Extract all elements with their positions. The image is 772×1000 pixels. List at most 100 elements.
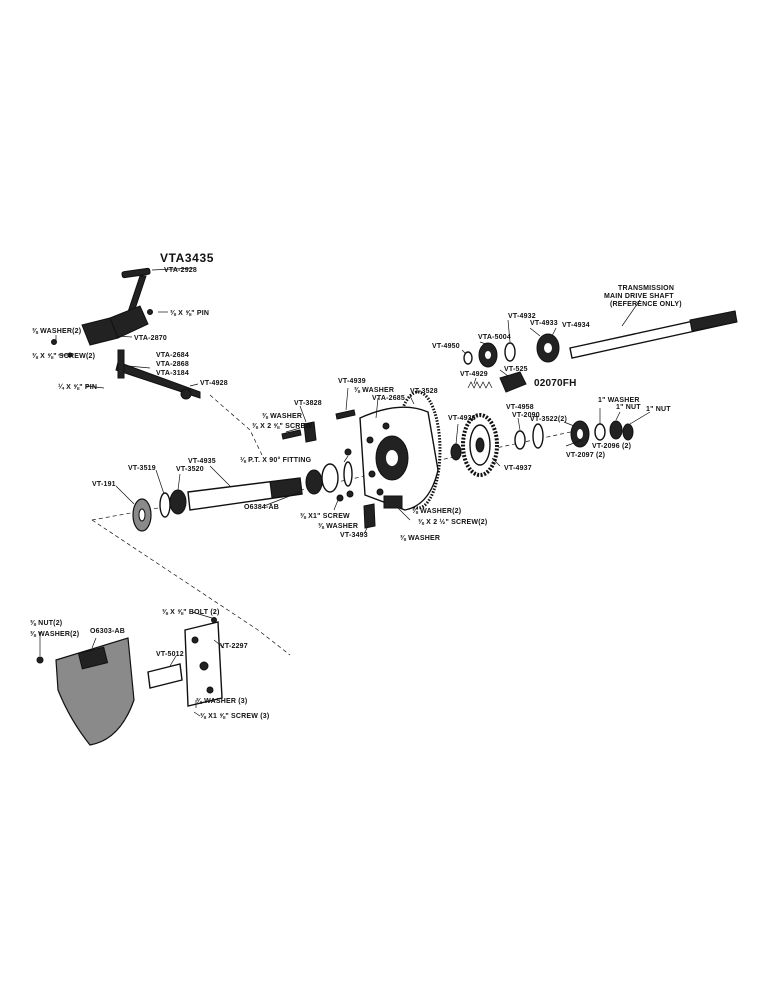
label-vta2870: VTA-2870 bbox=[134, 335, 167, 342]
label-vt4934: VT-4934 bbox=[562, 322, 590, 329]
lever-handle bbox=[121, 267, 151, 279]
label-vt4932: VT-4932 bbox=[508, 313, 536, 320]
bearing-cup bbox=[321, 463, 339, 493]
label-vta2868: VTA-2868 bbox=[156, 361, 189, 368]
leader-line bbox=[629, 411, 651, 425]
label-vt2097: VT-2097 (2) bbox=[566, 452, 605, 459]
seal-vt3519 bbox=[159, 492, 171, 518]
label-fitting: ⅛ P.T. X 90° FITTING bbox=[240, 456, 312, 464]
leader-line bbox=[621, 299, 641, 327]
label-vta2684: VTA-2684 bbox=[156, 352, 189, 359]
shield-label-plate bbox=[77, 646, 109, 670]
leader-line bbox=[551, 327, 557, 337]
plate-hole bbox=[199, 661, 209, 671]
bolt-small bbox=[211, 617, 217, 623]
plate-hole bbox=[206, 686, 214, 694]
leader-line bbox=[461, 349, 467, 355]
label-washer-mid3: ⅜ WASHER bbox=[400, 535, 440, 542]
bearing-vta5004-inner bbox=[485, 351, 491, 359]
label-washer3: ⅜ WASHER (3) bbox=[196, 698, 247, 705]
shaft-vt4935-spline bbox=[269, 477, 303, 499]
leader-line bbox=[151, 267, 195, 271]
bearing-vt4933-inner bbox=[544, 343, 552, 353]
label-vt2297: VT-2297 bbox=[220, 643, 248, 650]
assembly-reference-line bbox=[91, 519, 291, 656]
leader-line bbox=[479, 341, 487, 345]
leader-line bbox=[409, 395, 415, 405]
part-labels: VTA3435 VTA-2928 ⅜ X ⅝" PIN ⅜ WASHER(2) … bbox=[30, 251, 682, 720]
label-vt5012: VT-5012 bbox=[156, 651, 184, 658]
label-transmission: TRANSMISSION bbox=[618, 285, 674, 292]
pinion-shaft-group bbox=[132, 448, 353, 532]
leader-line bbox=[189, 383, 199, 387]
leader-line bbox=[473, 377, 477, 385]
bearing-vt3522-inner bbox=[577, 429, 583, 439]
label-vt4929: VT-4929 bbox=[460, 371, 488, 378]
leader-line bbox=[529, 327, 541, 337]
leader-line bbox=[85, 385, 105, 389]
label-main-drive-shaft: MAIN DRIVE SHAFT bbox=[604, 293, 674, 300]
leader-line bbox=[507, 319, 511, 343]
main-drive-shaft bbox=[569, 310, 738, 359]
label-vt4939: VT-4939 bbox=[338, 378, 366, 385]
label-vt3493: VT-3493 bbox=[340, 532, 368, 539]
lever-pin bbox=[147, 309, 153, 315]
label-vta3435: VTA3435 bbox=[160, 251, 214, 265]
cover-group bbox=[36, 617, 223, 746]
bracket-vt3828 bbox=[303, 421, 317, 443]
assembly-reference-line bbox=[209, 394, 263, 456]
leader-line bbox=[209, 465, 231, 487]
label-vt4935: VT-4935 bbox=[188, 458, 216, 465]
label-washer-1in: 1" WASHER bbox=[598, 397, 640, 404]
label-washer2-left: ⅜ WASHER(2) bbox=[32, 328, 81, 335]
leader-line bbox=[155, 469, 165, 495]
lever-rod bbox=[115, 361, 201, 399]
label-vt3828: VT-3828 bbox=[294, 400, 322, 407]
leader-line bbox=[193, 711, 201, 717]
leader-line bbox=[115, 485, 135, 505]
shaft-spline bbox=[689, 310, 738, 332]
housing-stud bbox=[376, 488, 384, 496]
leader-line bbox=[491, 457, 501, 467]
washer-vt4932 bbox=[504, 342, 516, 362]
housing-bracket bbox=[383, 495, 403, 509]
housing-stud bbox=[366, 436, 374, 444]
label-bolt2: ⅜ X ⅝" BOLT (2) bbox=[162, 609, 220, 616]
leader-line bbox=[213, 639, 225, 649]
screw-vt3828 bbox=[281, 429, 302, 440]
leader-line bbox=[343, 455, 349, 463]
leader-line bbox=[563, 421, 575, 427]
label-vt2090: VT-2090 bbox=[512, 412, 540, 419]
label-02070fh: 02070FH bbox=[534, 378, 577, 389]
label-o6303: O6303-AB bbox=[90, 628, 125, 635]
lever-link bbox=[117, 349, 125, 379]
leader-line bbox=[375, 397, 379, 419]
screw-vt4939 bbox=[335, 409, 356, 420]
label-washer2-mid: ⅜ WASHER(2) bbox=[412, 508, 461, 515]
leader-line bbox=[565, 439, 583, 447]
label-screw-3828: ⅜ X 2 ⅝" SCREW bbox=[252, 423, 312, 430]
label-screw3: ⅜ X1 ⅝" SCREW (3) bbox=[200, 713, 269, 720]
leader-line bbox=[169, 655, 177, 667]
leader-line bbox=[91, 637, 97, 649]
shield-o6303 bbox=[55, 637, 135, 746]
label-washer-3828: ⅜ WASHER bbox=[262, 413, 302, 420]
leader-line bbox=[177, 473, 181, 491]
label-pin-left: ¼ X ⅝" PIN bbox=[58, 383, 97, 391]
plate-hole bbox=[191, 636, 199, 644]
label-vt3522: VT-3522(2) bbox=[530, 416, 567, 423]
housing-stud bbox=[382, 422, 390, 430]
housing-group bbox=[359, 390, 442, 511]
label-washer2-bottom: ⅜ WASHER(2) bbox=[30, 631, 79, 638]
label-reference-only: (REFERENCE ONLY) bbox=[610, 301, 682, 308]
lever-washer bbox=[51, 339, 57, 345]
flange-vt191-bore bbox=[138, 508, 146, 522]
label-pin-top: ⅜ X ⅝" PIN bbox=[170, 310, 209, 317]
label-vt4950: VT-4950 bbox=[432, 343, 460, 350]
label-vt4936: VT-4936 bbox=[448, 415, 476, 422]
leader-line bbox=[455, 423, 459, 445]
washer-vt4958 bbox=[514, 430, 526, 450]
bearing-vt3520 bbox=[169, 489, 187, 515]
label-washer-mid: ⅜ WASHER bbox=[354, 387, 394, 394]
ring-vt2090 bbox=[532, 423, 544, 449]
